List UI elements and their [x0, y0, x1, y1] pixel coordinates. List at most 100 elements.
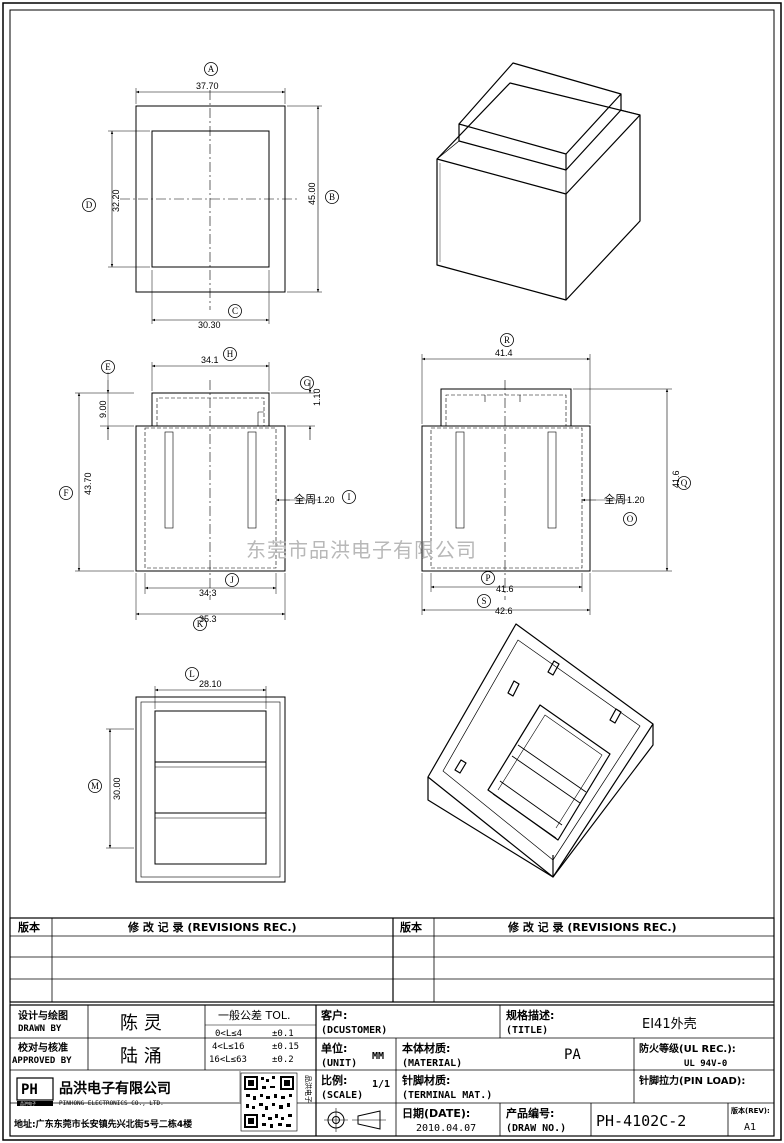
bottom-view: [106, 686, 286, 883]
watermark-text: 东莞市品洪电子有限公司: [246, 538, 477, 562]
wall-label-right: 全周: [604, 492, 626, 506]
dim-g-value: 1.10: [312, 388, 322, 406]
rev-label: 版本(REV):: [731, 1106, 770, 1115]
rev-version-header-right: 版本: [400, 920, 422, 934]
circled-letter: C: [232, 306, 238, 316]
circled-letter: P: [485, 573, 490, 583]
tolerance-value-1: ±0.1: [272, 1029, 294, 1039]
circled-letter: O: [627, 514, 634, 524]
tolerance-range-3: 16<L≤63: [209, 1055, 247, 1065]
circled-letter: L: [189, 669, 195, 679]
spec-label: 规格描述:: [506, 1008, 554, 1022]
scale-value: 1/1: [372, 1079, 390, 1090]
customer-label: 客户:: [320, 1008, 347, 1022]
dim-s-value: 42.6: [495, 606, 513, 616]
dim-n-value: 1.20: [627, 495, 645, 505]
circled-letter: I: [348, 492, 351, 502]
circled-letter: S: [481, 596, 486, 606]
unit-label-en: (UNIT): [321, 1058, 357, 1069]
circled-letter: A: [208, 64, 215, 74]
tolerance-range-2: 4<L≤16: [212, 1042, 245, 1052]
designer-label-en: DRAWN BY: [18, 1024, 62, 1034]
circled-letter: E: [105, 362, 111, 372]
circled-letter-text: A B C D E H G F I J K L M R Q O P S: [63, 64, 687, 791]
checker-label: 校对与核准: [18, 1041, 68, 1054]
top-view: [108, 88, 322, 324]
designer-name: 陈 灵: [120, 1013, 162, 1034]
company-name-en: PINHONG ELECTRONICS CO., LTD.: [59, 1100, 164, 1107]
unit-label: 单位:: [321, 1041, 347, 1055]
dim-l-value: 28.10: [199, 679, 222, 689]
iso-view-top: [436, 62, 641, 301]
material-label: 本体材质:: [402, 1041, 450, 1055]
dim-b-value: 45.00: [307, 182, 317, 205]
front-view: [75, 362, 320, 620]
designer-label: 设计与绘图: [18, 1009, 68, 1022]
checker-name: 陆 涌: [120, 1046, 162, 1067]
qr-code: [240, 1072, 298, 1132]
dim-e-value: 9.00: [98, 400, 108, 418]
qr-caption: 品洪电子: [304, 1075, 313, 1103]
rev-value: A1: [744, 1122, 756, 1133]
scale-label: 比例:: [321, 1073, 347, 1087]
dim-p-value: 41.6: [496, 584, 514, 594]
tolerance-value-2: ±0.15: [272, 1042, 299, 1052]
material-label-en: (MATERIAL): [402, 1058, 462, 1069]
dim-c-value: 30.30: [198, 320, 221, 330]
rev-version-header-left: 版本: [18, 920, 40, 934]
company-name: 品洪电子有限公司: [59, 1080, 171, 1097]
unit-value: MM: [372, 1051, 384, 1062]
company-logo-box: [16, 1077, 54, 1101]
dim-k-value: 35.3: [199, 614, 217, 624]
tolerance-title: 一般公差 TOL.: [218, 1008, 291, 1022]
side-view: [421, 354, 672, 615]
rev-record-header-left: 修 改 记 录 (REVISIONS REC.): [127, 920, 297, 934]
company-logo: PH: [21, 1082, 38, 1098]
company-logo-sub: 品洪电子: [20, 1100, 36, 1106]
projection-symbol-icon: [324, 1108, 386, 1132]
dim-d-value: 32.20: [111, 189, 121, 212]
circled-letter: H: [227, 349, 234, 359]
circled-letter: Q: [681, 478, 688, 488]
material-value: PA: [564, 1047, 581, 1063]
dim-a-value: 37.70: [196, 81, 219, 91]
scale-label-en: (SCALE): [321, 1090, 363, 1101]
terminal-material-label-en: (TERMINAL MAT.): [402, 1090, 492, 1101]
pin-load-label: 针脚拉力(PIN LOAD):: [639, 1074, 745, 1087]
draw-no-label: 产品编号:: [506, 1106, 554, 1120]
dim-f-value: 43.70: [83, 472, 93, 495]
company-address: 地址:广东东莞市长安镇先兴北街5号二栋4楼: [14, 1118, 192, 1130]
tolerance-range-1: 0<L≤4: [215, 1029, 242, 1039]
fire-rating-label: 防火等级(UL REC.):: [639, 1042, 736, 1055]
dim-r-value: 41.4: [495, 348, 513, 358]
wall-label-left: 全周: [294, 492, 316, 506]
circled-letter: D: [86, 200, 93, 210]
circled-letter: F: [63, 488, 68, 498]
circled-letter: G: [304, 378, 311, 388]
circled-labels: [59, 62, 691, 793]
title-block-grid: [9, 1004, 775, 1137]
circled-letter: M: [91, 781, 99, 791]
draw-no-value: PH-4102C-2: [596, 1112, 686, 1130]
dim-h-value: 34.1: [201, 355, 219, 365]
dim-m-value: 30.00: [112, 777, 122, 800]
spec-value: EI41外壳: [642, 1017, 697, 1032]
inner-frame: [9, 9, 775, 1137]
date-label: 日期(DATE):: [402, 1106, 470, 1120]
checker-label-en: APPROVED BY: [12, 1056, 72, 1066]
dim-q-value: 41.6: [671, 470, 681, 488]
circled-letter: K: [197, 619, 204, 629]
rev-record-header-right: 修 改 记 录 (REVISIONS REC.): [507, 920, 677, 934]
spec-label-en: (TITLE): [506, 1025, 548, 1036]
customer-label-en: (DCUSTOMER): [321, 1025, 387, 1036]
dim-i-value: 1.20: [317, 495, 335, 505]
date-value: 2010.04.07: [416, 1123, 476, 1134]
draw-no-label-en: (DRAW NO.): [506, 1123, 566, 1134]
circled-letter: B: [329, 192, 335, 202]
circled-letter: J: [230, 575, 234, 585]
fire-rating-value: UL 94V-0: [684, 1059, 727, 1069]
iso-view-bottom: [427, 623, 654, 878]
tolerance-value-3: ±0.2: [272, 1055, 294, 1065]
